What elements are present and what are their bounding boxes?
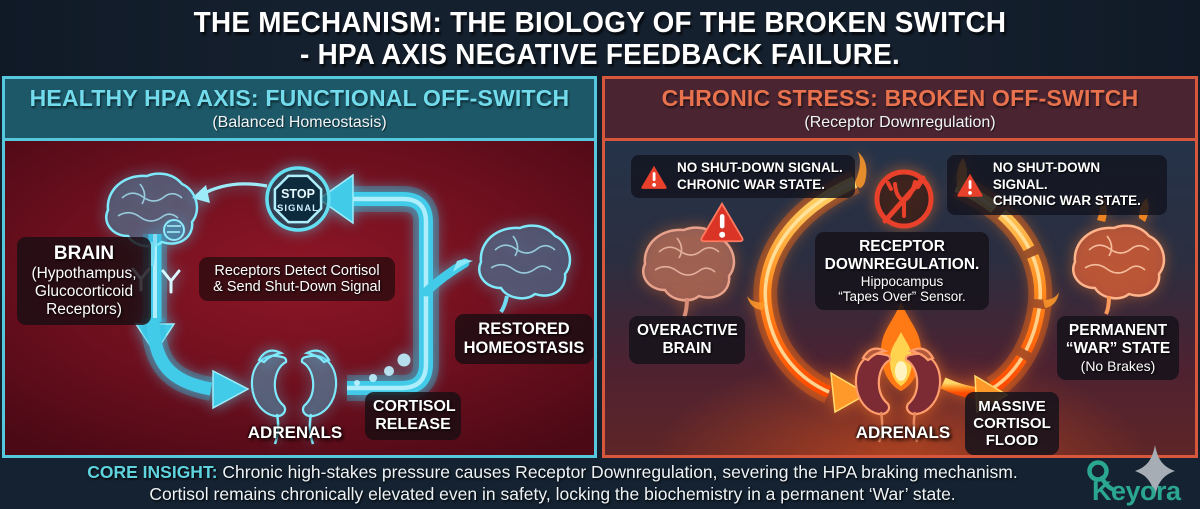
permanent-line2: “WAR” STATE [1065,340,1171,357]
arrow-to-stop-sign [317,173,354,225]
receptor-downreg-line1: RECEPTOR [859,238,945,255]
chronic-panel-header: CHRONIC STRESS: BROKEN OFF-SWITCH (Recep… [605,79,1195,141]
restored-line1: RESTORED [478,320,570,338]
core-insight-body1: Chronic high-stakes pressure causes Rece… [222,462,1018,482]
brain-to-adrenal-tube [134,234,250,410]
brain-label-line2: Glucocorticoid [34,283,134,300]
chronic-header-subtitle: (Receptor Downregulation) [804,114,996,131]
massive-line3: FLOOD [985,432,1039,449]
massive-line2: CORTISOL [973,415,1051,432]
brain-label-title: BRAIN [53,243,115,264]
receptors-detect-label: Receptors Detect Cortisol & Send Shut-Do… [199,257,395,301]
adrenals-label-right: ADRENALS [855,423,951,442]
stop-to-brain-arrow [192,182,268,203]
receptor-downreg-line2: DOWNREGULATION. [824,256,980,273]
receptor-downreg-line4: “Tapes Over” Sensor. [838,289,966,304]
blocked-receptor-icon [874,169,934,229]
warning-banner-right: NO SHUT-DOWN SIGNAL. CHRONIC WAR STATE. [947,155,1167,215]
core-insight-line1: CORE INSIGHT: Chronic high-stakes pressu… [40,462,1065,484]
warning-left-text: NO SHUT-DOWN SIGNAL. CHRONIC WAR STATE. [677,160,843,193]
cortisol-bubbles [354,353,411,386]
fire-arc-left [753,170,869,414]
healthy-panel-header: HEALTHY HPA AXIS: FUNCTIONAL OFF-SWITCH … [5,79,594,141]
cortisol-line1: CORTISOL [373,398,456,415]
permanent-line1: PERMANENT [1068,322,1168,339]
stop-sign-text1: STOP [281,187,315,201]
receptors-detect-line2: & Send Shut-Down Signal [213,279,381,295]
massive-cortisol-flood-label: MASSIVE CORTISOL FLOOD [965,392,1059,455]
core-insight-text: CORE INSIGHT: Chronic high-stakes pressu… [40,462,1065,505]
brain-label-line1: (Hypothampus, [31,265,137,282]
logo-wordmark: Keyora [1092,476,1182,506]
restored-line2: HOMEOSTASIS [463,339,585,357]
permanent-war-state-label: PERMANENT “WAR” STATE (No Brakes) [1057,316,1179,380]
fire-arrow-to-adrenals [830,371,869,414]
restored-brain-icon [478,224,572,314]
adrenal-glands-icon [250,349,338,445]
footer-bar: CORE INSIGHT: Chronic high-stakes pressu… [0,458,1200,509]
receptor-downregulation-label: RECEPTOR DOWNREGULATION. Hippocampus “Ta… [815,232,989,310]
brain-label-line3: Receptors) [46,301,122,318]
sparkle-icon [1135,445,1175,497]
title-bar: THE MECHANISM: THE BIOLOGY OF THE BROKEN… [0,0,1200,76]
brain-icon [105,172,199,267]
chronic-panel-body: NO SHUT-DOWN SIGNAL. CHRONIC WAR STATE. … [605,141,1195,455]
broken-loop-illustration [642,152,1166,443]
keyora-logo: Keyora [1087,445,1183,506]
warning-right-line2: CHRONIC WAR STATE. [992,193,1141,208]
overactive-line2: BRAIN [662,340,712,357]
massive-line1: MASSIVE [978,398,1046,415]
page-title-line2: - HPA AXIS NEGATIVE FEEDBACK FAILURE. [300,39,900,71]
burning-brain-icon [1072,194,1166,315]
warning-left-line2: CHRONIC WAR STATE. [677,176,825,192]
adrenals-label-left: ADRENALS [247,423,343,442]
cortisol-release-label: CORTISOL RELEASE [365,392,461,440]
warning-right-line1: NO SHUT-DOWN SIGNAL. [992,160,1101,192]
stop-sign-text2: SIGNAL [277,203,319,214]
permanent-line3: (No Brakes) [1080,358,1156,374]
chronic-header-title: CHRONIC STRESS: BROKEN OFF-SWITCH [661,85,1139,111]
healthy-hpa-panel: HEALTHY HPA AXIS: FUNCTIONAL OFF-SWITCH … [2,76,597,458]
arrow-to-adrenals [212,369,250,410]
warning-triangle-icon [700,201,744,243]
signal-branch [421,258,473,297]
logo-ring-mark [1087,460,1109,482]
logo-stem-mark [1099,475,1115,492]
core-insight-line2: Cortisol remains chronically elevated ev… [149,483,956,504]
restored-homeostasis-label: RESTORED HOMEOSTASIS [455,314,593,364]
warning-triangle-icon [641,165,667,189]
cortisol-line2: RELEASE [375,416,451,433]
page-title-line1: THE MECHANISM: THE BIOLOGY OF THE BROKEN… [193,7,1007,39]
overactive-brain-label: OVERACTIVE BRAIN [629,316,745,364]
healthy-loop-illustration: STOP SIGNAL [105,166,572,445]
warning-banner-left: NO SHUT-DOWN SIGNAL. CHRONIC WAR STATE. [631,155,855,198]
overactive-line1: OVERACTIVE [637,322,738,339]
healthy-header-subtitle: (Balanced Homeostasis) [212,114,387,131]
healthy-panel-body: STOP SIGNAL [5,141,594,455]
receptors-detect-line1: Receptors Detect Cortisol [214,263,380,279]
warning-triangle-icon [957,173,983,197]
warning-right-text: NO SHUT-DOWN SIGNAL. CHRONIC WAR STATE. [993,160,1158,210]
healthy-header-title: HEALTHY HPA AXIS: FUNCTIONAL OFF-SWITCH [29,85,570,111]
adrenal-flame [880,302,922,391]
adrenal-glands-inflamed-icon [854,347,942,443]
chronic-stress-panel: CHRONIC STRESS: BROKEN OFF-SWITCH (Recep… [602,76,1198,458]
stop-sign-icon: STOP SIGNAL [265,166,331,232]
brain-label: BRAIN (Hypothampus, Glucocorticoid Recep… [17,237,151,325]
receptor-downreg-line3: Hippocampus [860,274,944,289]
core-insight-label: CORE INSIGHT: [87,462,218,482]
warning-left-line1: NO SHUT-DOWN SIGNAL. [677,160,843,175]
